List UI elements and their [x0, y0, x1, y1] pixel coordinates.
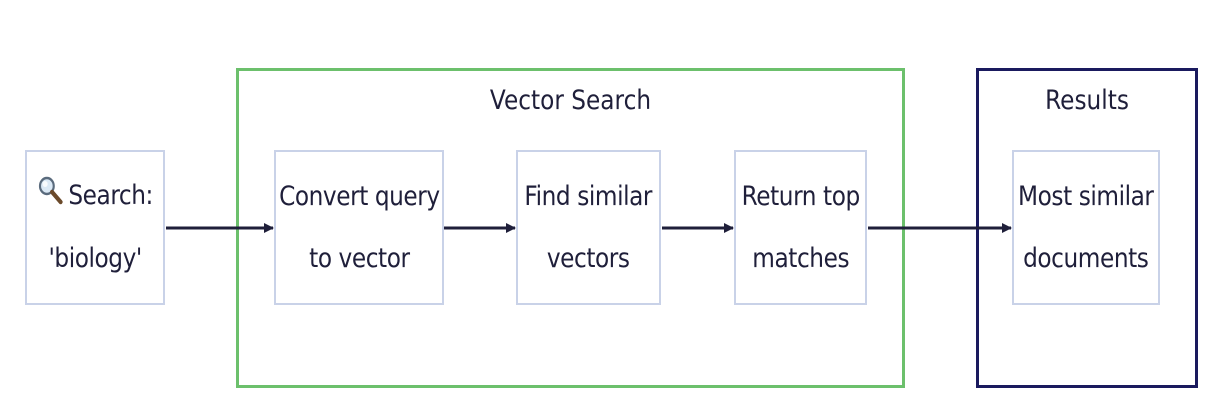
similar-documents-line2: documents — [1023, 242, 1149, 274]
return-top-line2: matches — [752, 242, 849, 274]
similar-documents-line1: Most similar — [1018, 180, 1154, 212]
search-node-label: Search: — [68, 180, 153, 212]
similar-documents-node: Most similar documents — [1012, 150, 1160, 305]
magnifier-icon — [37, 166, 63, 228]
vector-search-group-title: Vector Search — [489, 85, 652, 116]
find-similar-line1: Find similar — [524, 180, 653, 212]
find-similar-node: Find similar vectors — [516, 150, 661, 305]
return-top-line1: Return top — [741, 180, 860, 212]
return-top-node: Return top matches — [734, 150, 867, 305]
convert-query-line1: Convert query — [278, 180, 440, 212]
convert-query-line2: to vector — [308, 242, 410, 274]
results-group-title: Results — [1045, 85, 1129, 116]
find-similar-line2: vectors — [547, 242, 630, 274]
search-node: Search: 'biology' — [25, 150, 165, 305]
convert-query-node: Convert query to vector — [274, 150, 444, 305]
search-node-query: 'biology' — [48, 242, 142, 274]
